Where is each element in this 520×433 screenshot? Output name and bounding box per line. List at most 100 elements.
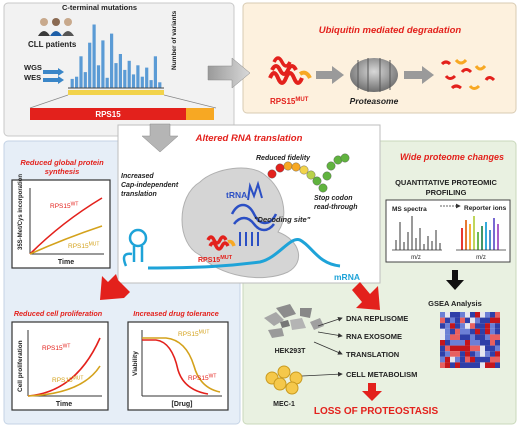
peptide-bead <box>322 171 332 181</box>
histogram-bar <box>145 67 149 88</box>
heatmap-cell <box>460 351 465 357</box>
quant-profiling-line2: PROFILING <box>426 188 467 197</box>
proliferation-title: Reduced cell proliferation <box>14 309 103 318</box>
drug-mut-label: RPS15MUT <box>178 330 209 339</box>
histogram-bar <box>136 65 140 88</box>
histogram-bar <box>127 60 131 88</box>
heatmap-cell <box>445 312 450 318</box>
proteome-title: Wide proteome changes <box>400 152 504 162</box>
heatmap-cell <box>465 362 470 368</box>
rps15mut-protein-center <box>206 235 236 251</box>
heatmap-cell <box>470 312 475 318</box>
heatmap-cell <box>470 345 475 352</box>
heatmap-cell <box>475 356 480 363</box>
heatmap-cell <box>495 323 500 329</box>
heatmap-cell <box>455 334 460 340</box>
heatmap-cell <box>470 362 475 368</box>
histogram-bar <box>70 78 74 88</box>
peptide-bead <box>326 161 336 171</box>
heatmap-cell <box>460 328 465 335</box>
heatmap-cell <box>450 328 455 335</box>
heatmap-cell <box>445 362 450 368</box>
heatmap-cell <box>475 362 480 368</box>
wgs-label: WGS <box>24 63 42 72</box>
heatmap-cell <box>480 312 485 318</box>
heatmap-cell <box>495 340 500 346</box>
heatmap-cell <box>455 328 460 335</box>
rps15-gene-bar <box>30 108 186 120</box>
degraded-peptides-icon <box>440 58 496 90</box>
heatmap-cell <box>490 312 495 318</box>
heatmap-cell <box>440 334 445 340</box>
synthesis-mut-label: RPS15MUT <box>68 242 99 251</box>
heatmap-cell <box>465 334 470 340</box>
heatmap-cell <box>480 345 485 352</box>
arrow-to-functional-effects <box>100 274 130 300</box>
translation-title: Altered RNA translation <box>195 133 303 144</box>
heatmap-cell <box>490 328 495 335</box>
arrow-to-degradation <box>207 57 251 89</box>
heatmap-cell <box>450 340 455 346</box>
heatmap-cell <box>475 312 480 318</box>
rps15mut-label-center: RPS15MUT <box>198 255 233 264</box>
heatmap-cell <box>485 345 490 352</box>
heatmap-cell <box>460 356 465 363</box>
drug-wt-label: RPS15WT <box>188 374 216 383</box>
heatmap-cell <box>440 340 445 346</box>
cap-independent-line3: translation <box>121 191 157 198</box>
heatmap-cell <box>475 328 480 335</box>
mrna-strand <box>147 238 341 270</box>
pathway-connectors <box>301 316 343 377</box>
histogram-bar <box>131 74 136 88</box>
heatmap-cell <box>495 345 500 352</box>
heatmap-cell <box>460 362 465 368</box>
trna-label: tRNA <box>226 190 247 200</box>
heatmap-cell <box>480 351 485 357</box>
heatmap-cell <box>475 345 480 352</box>
wes-label: WES <box>24 73 41 82</box>
peptide-bead <box>267 169 277 179</box>
reporter-ion-peaks <box>461 216 499 250</box>
histogram-bar <box>118 54 122 88</box>
heatmap-cell <box>450 312 455 318</box>
mec1-label: MEC-1 <box>273 401 295 408</box>
heatmap-cell <box>475 334 480 340</box>
synthesis-mut-curve <box>29 225 103 255</box>
peptide-bead <box>306 170 316 180</box>
heatmap-cell <box>495 351 500 357</box>
heatmap-cell <box>480 334 485 340</box>
heatmap-cell <box>445 345 450 352</box>
heatmap-cell <box>450 323 455 329</box>
heatmap-cell <box>440 345 445 352</box>
histogram-bar <box>83 72 87 88</box>
heatmap-cell <box>450 356 455 363</box>
ribosome-icon <box>181 167 299 278</box>
heatmap-cell <box>460 334 465 340</box>
heatmap-cell <box>450 351 455 357</box>
heatmap-cell <box>485 334 490 340</box>
heatmap-cell <box>495 317 500 324</box>
heatmap-cell <box>485 312 490 318</box>
heatmap-cell <box>450 334 455 340</box>
mec1-cells-icon <box>265 365 303 395</box>
heatmap-cell <box>445 328 450 335</box>
heatmap-cell <box>445 323 450 329</box>
synthesis-x-label: Time <box>58 259 74 266</box>
drug-mut-curve <box>142 337 221 393</box>
heatmap-cell <box>440 362 445 368</box>
nascent-peptide-chain <box>267 153 350 193</box>
quant-profiling-line1: QUANTITATIVE PROTEOMIC <box>395 178 497 187</box>
heatmap-cell <box>485 323 490 329</box>
heatmap-cell <box>495 362 500 368</box>
heatmap-cell <box>490 345 495 352</box>
cap-independent-line2: Cap-independent <box>121 182 179 189</box>
heatmap-cell <box>485 362 490 368</box>
heatmap-cell <box>485 351 490 357</box>
drug-tolerance-title: Increased drug tolerance <box>133 309 218 318</box>
decoding-site-label: "Decoding site" <box>254 215 311 224</box>
heatmap-cell <box>455 351 460 357</box>
heatmap-cell <box>445 334 450 340</box>
heatmap-cell <box>495 328 500 335</box>
histogram-bar <box>75 76 79 88</box>
